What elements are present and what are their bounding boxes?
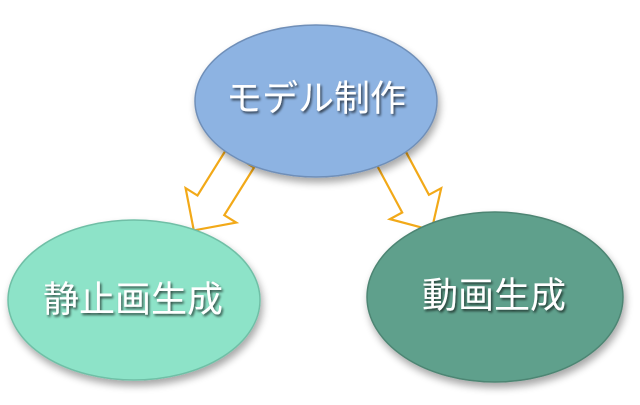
still-image-label: 静止画生成	[43, 280, 223, 321]
node-still-image-generation: 静止画生成	[7, 219, 261, 381]
node-video-generation: 動画生成	[366, 211, 624, 383]
model-creation-label: モデル制作	[226, 79, 406, 120]
node-model-creation: モデル制作	[194, 24, 438, 178]
still-image-ellipse	[7, 219, 261, 381]
model-creation-ellipse	[194, 24, 438, 178]
video-generation-ellipse	[366, 211, 624, 383]
video-generation-label: 動画生成	[422, 276, 566, 317]
